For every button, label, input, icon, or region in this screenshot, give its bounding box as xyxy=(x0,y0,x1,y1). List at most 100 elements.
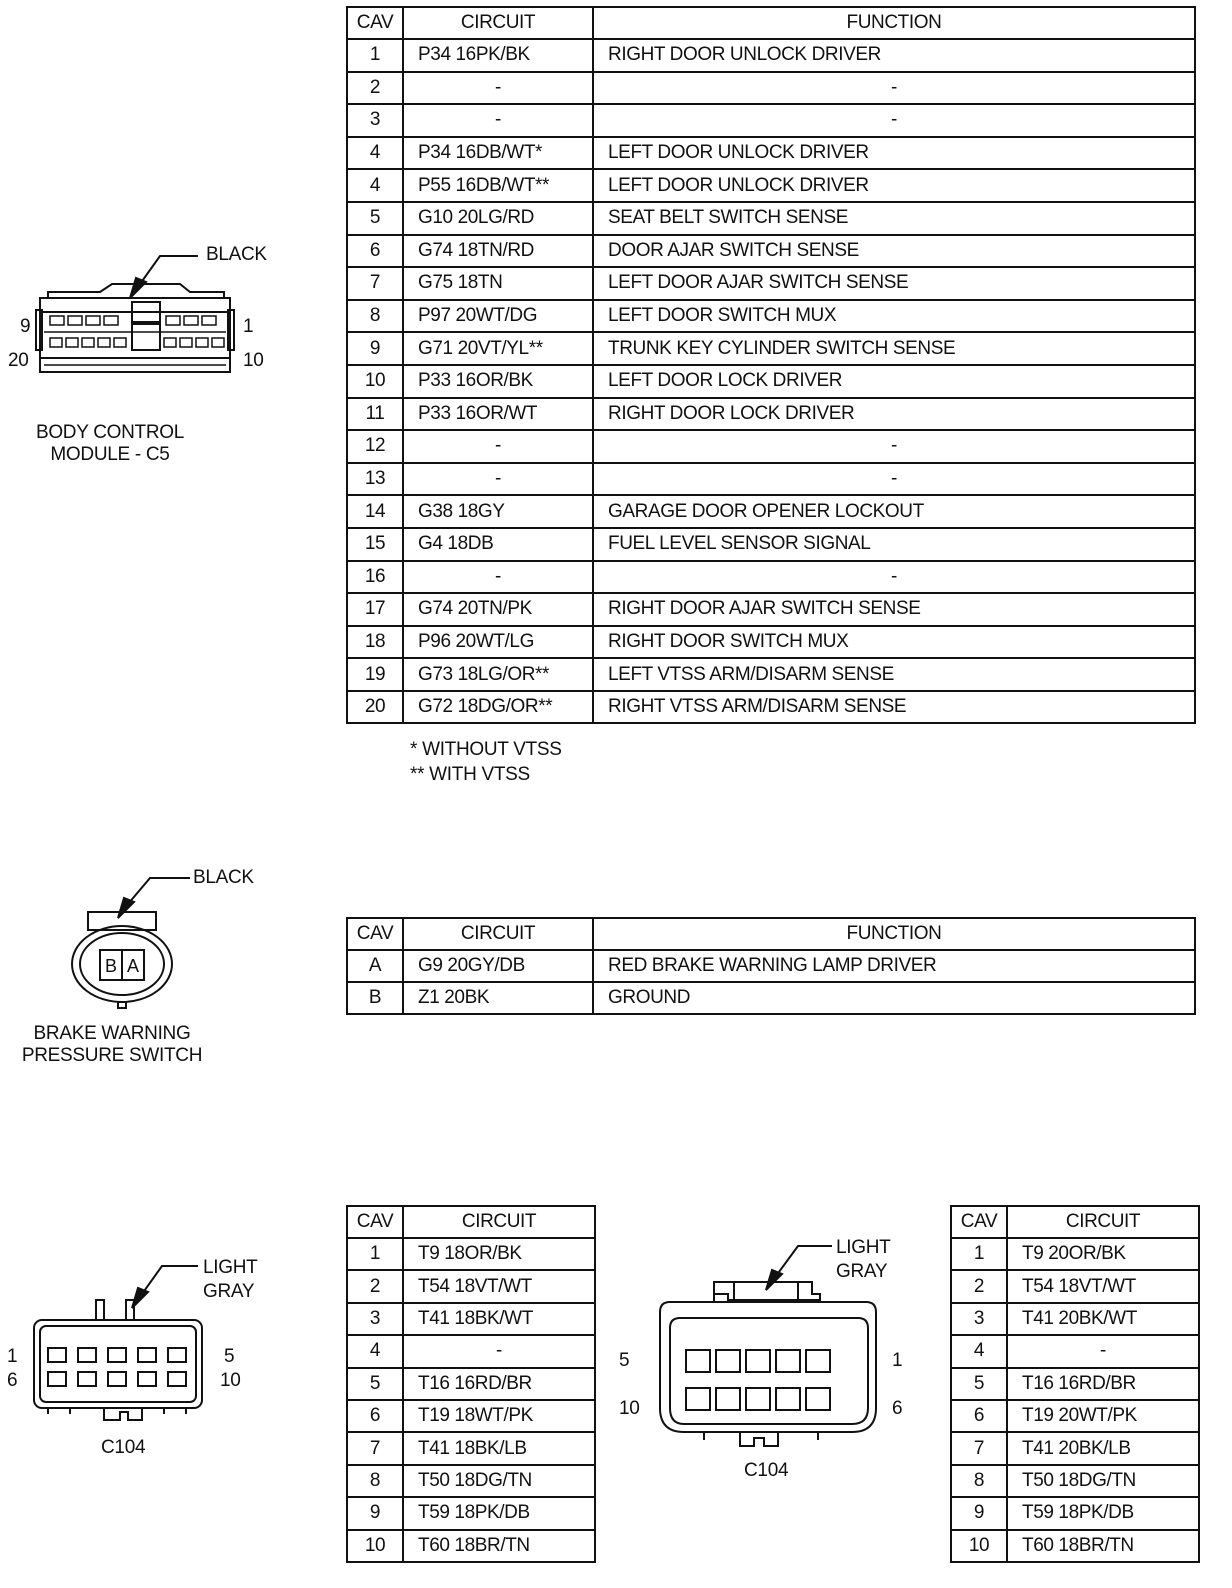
cav-cell: 17 xyxy=(346,592,404,627)
cav-cell: B xyxy=(346,981,404,1015)
cav-cell: 5 xyxy=(346,200,404,236)
c104-right-pin-6-label: 6 xyxy=(892,1398,903,1419)
circuit-cell: G10 20LG/RD xyxy=(402,200,594,236)
circuit-cell: G75 18TN xyxy=(402,266,594,301)
circuit-cell: G74 20TN/PK xyxy=(402,592,594,627)
header-circuit: CIRCUIT xyxy=(402,6,594,40)
circuit-cell: T19 18WT/PK xyxy=(402,1398,596,1434)
c104-right-pin-10-label: 10 xyxy=(619,1398,640,1419)
brake-color-label: BLACK xyxy=(193,867,254,888)
cav-cell: 16 xyxy=(346,559,404,595)
table-row: 4- xyxy=(950,1334,1200,1369)
bcm-pin-20-label: 20 xyxy=(8,350,29,371)
footnote-without-vtss: * WITHOUT VTSS xyxy=(410,739,562,760)
circuit-cell: T50 18DG/TN xyxy=(402,1463,596,1499)
circuit-cell: T60 18BR/TN xyxy=(1006,1528,1200,1563)
circuit-cell: Z1 20BK xyxy=(402,981,594,1015)
brake-name-line2: PRESSURE SWITCH xyxy=(21,1045,203,1066)
circuit-cell: P97 20WT/DG xyxy=(402,298,594,334)
table-header-row: CAV CIRCUIT FUNCTION xyxy=(346,917,1196,951)
c104-left-connector-name: C104 xyxy=(101,1437,146,1458)
c104-right-color-label: LIGHT GRAY xyxy=(836,1236,891,1284)
function-cell: LEFT DOOR SWITCH MUX xyxy=(592,298,1196,334)
function-cell: LEFT DOOR AJAR SWITCH SENSE xyxy=(592,266,1196,301)
header-cav: CAV xyxy=(950,1205,1008,1239)
cav-cell: 14 xyxy=(346,494,404,529)
circuit-cell: - xyxy=(402,429,594,464)
header-circuit: CIRCUIT xyxy=(402,1205,596,1239)
c104-left-color-line2: GRAY xyxy=(203,1281,255,1302)
bcm-pin-1-label: 1 xyxy=(243,316,254,337)
circuit-cell: T59 18PK/DB xyxy=(1006,1496,1200,1531)
cav-cell: 9 xyxy=(950,1496,1008,1531)
circuit-cell: G73 18LG/OR** xyxy=(402,657,594,692)
cav-cell: 15 xyxy=(346,526,404,562)
bcm-footnotes: * WITHOUT VTSS ** WITH VTSS xyxy=(410,737,562,787)
circuit-cell: - xyxy=(402,559,594,595)
cav-cell: 8 xyxy=(346,298,404,334)
c104-left-pin-1-label: 1 xyxy=(7,1346,18,1367)
circuit-cell: T19 20WT/PK xyxy=(1006,1398,1200,1434)
header-circuit: CIRCUIT xyxy=(1006,1205,1200,1239)
function-cell: - xyxy=(592,559,1196,595)
circuit-cell: - xyxy=(402,70,594,106)
circuit-cell: T16 16RD/BR xyxy=(402,1366,596,1401)
function-cell: RED BRAKE WARNING LAMP DRIVER xyxy=(592,949,1196,983)
table-header-row: CAV CIRCUIT FUNCTION xyxy=(346,6,1196,40)
cav-cell: 19 xyxy=(346,657,404,692)
c104-right-connector-icon xyxy=(659,1245,877,1447)
function-cell: RIGHT DOOR LOCK DRIVER xyxy=(592,396,1196,432)
circuit-cell: T54 18VT/WT xyxy=(1006,1269,1200,1304)
cav-cell: 6 xyxy=(346,233,404,269)
cav-cell: 4 xyxy=(346,135,404,171)
circuit-cell: - xyxy=(402,1334,596,1369)
function-cell: - xyxy=(592,70,1196,106)
function-cell: DOOR AJAR SWITCH SENSE xyxy=(592,233,1196,269)
table-row: 3-- xyxy=(346,103,1196,138)
function-cell: LEFT DOOR UNLOCK DRIVER xyxy=(592,168,1196,203)
function-cell: RIGHT VTSS ARM/DISARM SENSE xyxy=(592,689,1196,725)
cav-cell: 3 xyxy=(346,1301,404,1337)
cav-cell: 12 xyxy=(346,429,404,464)
cav-cell: 13 xyxy=(346,461,404,497)
brake-pin-a-label: A xyxy=(127,956,139,976)
circuit-cell: P55 16DB/WT** xyxy=(402,168,594,203)
circuit-cell: T41 20BK/WT xyxy=(1006,1301,1200,1337)
circuit-cell: P96 20WT/LG xyxy=(402,624,594,660)
function-cell: - xyxy=(592,461,1196,497)
footnote-with-vtss: ** WITH VTSS xyxy=(410,764,530,785)
circuit-cell: T16 16RD/BR xyxy=(1006,1366,1200,1401)
function-cell: TRUNK KEY CYLINDER SWITCH SENSE xyxy=(592,331,1196,366)
bcm-name-line2: MODULE - C5 xyxy=(50,444,170,465)
circuit-cell: P34 16PK/BK xyxy=(402,38,594,73)
cav-cell: 6 xyxy=(950,1398,1008,1434)
circuit-cell: P33 16OR/BK xyxy=(402,363,594,399)
c104-left-connector-icon xyxy=(33,1265,203,1421)
cav-cell: 7 xyxy=(346,266,404,301)
cav-cell: 3 xyxy=(950,1301,1008,1337)
circuit-cell: T9 18OR/BK xyxy=(402,1236,596,1272)
function-cell: FUEL LEVEL SENSOR SIGNAL xyxy=(592,526,1196,562)
cav-cell: 3 xyxy=(346,103,404,138)
